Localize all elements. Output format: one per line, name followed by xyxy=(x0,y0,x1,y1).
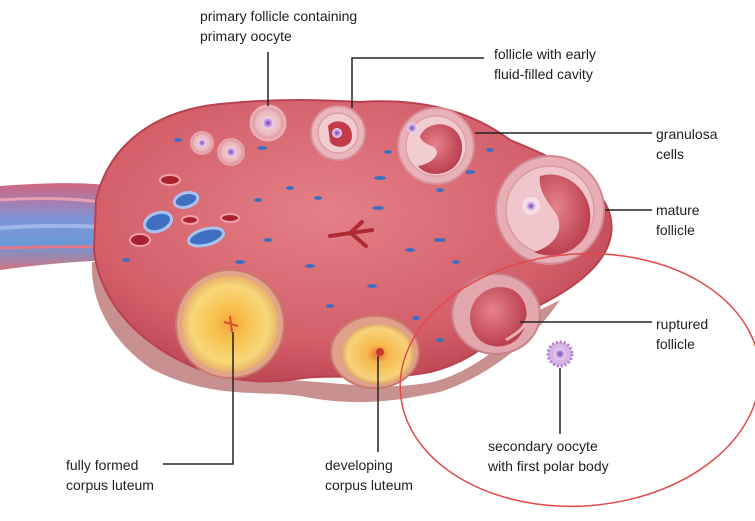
label-fully-formed-corpus-luteum: fully formed corpus luteum xyxy=(66,455,154,495)
fully-formed-corpus-luteum-shape xyxy=(176,270,284,378)
label-primary-follicle: primary follicle containing primary oocy… xyxy=(200,6,357,46)
developing-corpus-luteum-shape xyxy=(331,316,419,388)
label-mature-follicle: mature follicle xyxy=(656,200,700,240)
early-cavity-follicle xyxy=(311,106,365,160)
ruptured-follicle-shape xyxy=(452,274,540,354)
label-granulosa-cells: granulosa cells xyxy=(656,124,718,164)
secondary-oocyte-shape xyxy=(548,342,572,366)
antral-follicle xyxy=(398,108,474,184)
primary-follicle xyxy=(251,106,285,140)
label-secondary-oocyte: secondary oocyte with first polar body xyxy=(488,436,609,476)
label-ruptured-follicle: ruptured follicle xyxy=(656,314,708,354)
mature-follicle-shape xyxy=(496,156,604,264)
label-early-cavity-follicle: follicle with early fluid-filled cavity xyxy=(494,44,596,84)
label-developing-corpus-luteum: developing corpus luteum xyxy=(325,455,413,495)
